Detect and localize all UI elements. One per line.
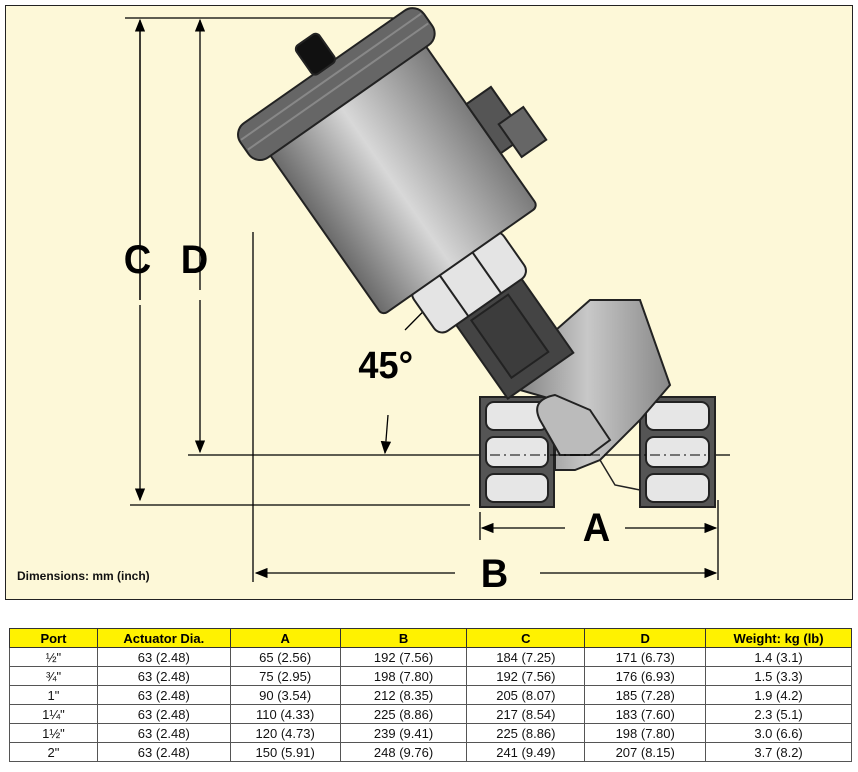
table-cell: 1.5 (3.3) (705, 666, 852, 686)
table-row: 1¼"63 (2.48)110 (4.33)225 (8.86)217 (8.5… (9, 704, 852, 724)
table-cell: 198 (7.80) (584, 723, 707, 743)
table-cell: 3.0 (6.6) (705, 723, 852, 743)
table-cell: 75 (2.95) (229, 666, 341, 686)
table-cell: ½" (9, 647, 98, 667)
table-cell: 63 (2.48) (96, 647, 231, 667)
table-cell: 2" (9, 742, 98, 762)
table-cell: 1.9 (4.2) (705, 685, 852, 705)
table-cell: 63 (2.48) (96, 723, 231, 743)
table-cell: 171 (6.73) (584, 647, 707, 667)
dimension-label-a: A (582, 506, 611, 550)
table-cell: 63 (2.48) (96, 704, 231, 724)
table-cell: 65 (2.56) (229, 647, 341, 667)
table-cell: 2.3 (5.1) (705, 704, 852, 724)
table-row: 1"63 (2.48)90 (3.54)212 (8.35)205 (8.07)… (9, 685, 852, 705)
column-header: A (229, 628, 341, 648)
dimension-label-d: D (180, 238, 209, 282)
table-cell: 241 (9.49) (466, 742, 586, 762)
table-cell: 184 (7.25) (466, 647, 586, 667)
table-cell: 183 (7.60) (584, 704, 707, 724)
table-cell: 225 (8.86) (339, 704, 468, 724)
table-cell: 63 (2.48) (96, 666, 231, 686)
column-header: B (339, 628, 468, 648)
table-cell: 192 (7.56) (466, 666, 586, 686)
valve-dimension-drawing (125, 7, 730, 582)
table-cell: ¾" (9, 666, 98, 686)
actuator (237, 7, 575, 401)
table-cell: 217 (8.54) (466, 704, 586, 724)
table-row: ¾"63 (2.48)75 (2.95)198 (7.80)192 (7.56)… (9, 666, 852, 686)
table-cell: 185 (7.28) (584, 685, 707, 705)
table-cell: 90 (3.54) (229, 685, 341, 705)
table-cell: 1.4 (3.1) (705, 647, 852, 667)
dimension-label-b: B (480, 552, 509, 596)
angle-label: 45° (358, 345, 414, 387)
table-cell: 1¼" (9, 704, 98, 724)
table-cell: 192 (7.56) (339, 647, 468, 667)
table-cell: 205 (8.07) (466, 685, 586, 705)
column-header: Port (9, 628, 98, 648)
table-cell: 120 (4.73) (229, 723, 341, 743)
column-header: C (466, 628, 586, 648)
table-cell: 150 (5.91) (229, 742, 341, 762)
table-cell: 207 (8.15) (584, 742, 707, 762)
table-cell: 225 (8.86) (466, 723, 586, 743)
column-header: Actuator Dia. (96, 628, 231, 648)
column-header: Weight: kg (lb) (705, 628, 852, 648)
table-cell: 110 (4.33) (229, 704, 341, 724)
table-cell: 1" (9, 685, 98, 705)
table-row: 1½"63 (2.48)120 (4.73)239 (9.41)225 (8.8… (9, 723, 852, 743)
dimension-lines (125, 17, 730, 582)
column-header: D (584, 628, 707, 648)
table-cell: 176 (6.93) (584, 666, 707, 686)
table-row: 2"63 (2.48)150 (5.91)248 (9.76)241 (9.49… (9, 742, 852, 762)
table-cell: 63 (2.48) (96, 742, 231, 762)
dimensions-note: Dimensions: mm (inch) (17, 569, 150, 583)
table-row: ½"63 (2.48)65 (2.56)192 (7.56)184 (7.25)… (9, 647, 852, 667)
table-cell: 63 (2.48) (96, 685, 231, 705)
table-cell: 198 (7.80) (339, 666, 468, 686)
table-cell: 3.7 (8.2) (705, 742, 852, 762)
table-cell: 239 (9.41) (339, 723, 468, 743)
valve-body (479, 299, 716, 508)
table-cell: 1½" (9, 723, 98, 743)
dimension-label-c: C (123, 238, 152, 282)
table-cell: 212 (8.35) (339, 685, 468, 705)
table-cell: 248 (9.76) (339, 742, 468, 762)
